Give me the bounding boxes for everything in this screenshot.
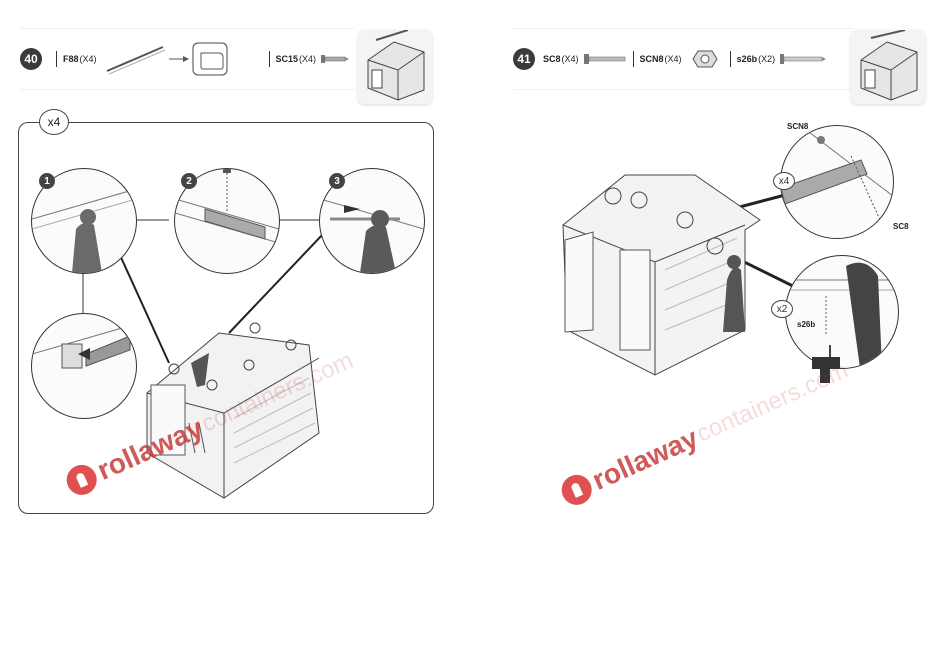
step-40-header: 40 F88 (X4) SC15 (X4) bbox=[20, 28, 355, 90]
detail-circle-top bbox=[780, 125, 894, 239]
sc8-label: SC8 bbox=[893, 222, 909, 231]
top-multiplier-badge: x4 bbox=[773, 172, 795, 190]
substep-badge-2: 2 bbox=[181, 173, 197, 189]
screw-icon bbox=[320, 53, 350, 65]
scn8-label: SCN8 bbox=[787, 122, 808, 131]
rod-part-icon bbox=[103, 39, 263, 79]
part-qty: (X4) bbox=[299, 54, 316, 64]
substep-badge-3: 3 bbox=[329, 173, 345, 189]
shed-thumbnail bbox=[358, 30, 432, 104]
part-qty: (X4) bbox=[80, 54, 97, 64]
substep-badge-1: 1 bbox=[39, 173, 55, 189]
detail-circle-clip bbox=[31, 313, 137, 419]
part-code: F88 bbox=[63, 54, 79, 64]
step-40-diagram-frame: x4 bbox=[18, 122, 434, 514]
part-f88: F88 (X4) bbox=[63, 54, 97, 64]
s26b-label: s26b bbox=[797, 320, 815, 329]
shed-thumbnail-icon bbox=[358, 30, 432, 104]
step-40-page: 40 F88 (X4) SC15 (X4) bbox=[0, 0, 475, 660]
shed-illustration bbox=[563, 175, 760, 375]
part-sc15: SC15 (X4) bbox=[276, 54, 317, 64]
bottom-multiplier-badge: x2 bbox=[771, 300, 793, 318]
step-number-badge: 40 bbox=[20, 48, 42, 70]
divider bbox=[56, 51, 57, 67]
divider bbox=[269, 51, 270, 67]
step-41-page: 41 SC8 (X4) SCN8 (X4) s26b (X2) bbox=[475, 0, 950, 660]
part-code: SC15 bbox=[276, 54, 299, 64]
